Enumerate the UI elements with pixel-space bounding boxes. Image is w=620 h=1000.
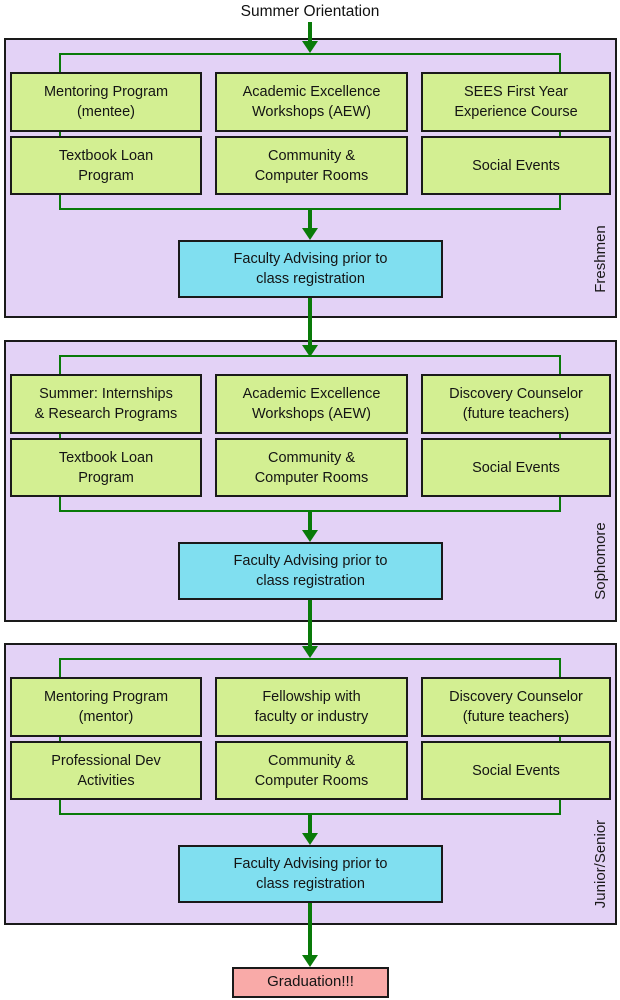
arrow-shaft (308, 298, 312, 345)
section-junior-senior: Mentoring Program (mentor) Fellowship wi… (4, 643, 617, 925)
chart-title: Summer Orientation (240, 3, 380, 20)
arrow-head-icon (302, 955, 318, 967)
program-box-aew: Academic Excellence Workshops (AEW) (215, 72, 408, 132)
flow-arrow-orientation-to-freshmen (302, 22, 318, 53)
arrow-head-icon (302, 833, 318, 845)
flow-arrow-sophomore-to-junior (302, 600, 318, 658)
program-box-social-events: Social Events (421, 741, 611, 800)
flow-arrow-bracket-to-advising (302, 210, 318, 240)
program-box-discovery-counselor: Discovery Counselor (future teachers) (421, 374, 611, 434)
arrow-shaft (308, 512, 312, 530)
faculty-advising-box: Faculty Advising prior to class registra… (178, 845, 443, 903)
faculty-advising-box: Faculty Advising prior to class registra… (178, 542, 443, 600)
flow-arrow-junior-to-graduation (302, 903, 318, 967)
faculty-advising-box: Faculty Advising prior to class registra… (178, 240, 443, 298)
arrow-head-icon (302, 41, 318, 53)
section-label-junior-senior: Junior/Senior (592, 819, 609, 909)
arrow-shaft (308, 22, 312, 41)
program-box-professional-dev: Professional Dev Activities (10, 741, 202, 800)
arrow-shaft (308, 903, 312, 955)
program-box-textbook-loan: Textbook Loan Program (10, 438, 202, 497)
section-freshmen: Mentoring Program (mentee) Academic Exce… (4, 38, 617, 318)
arrow-head-icon (302, 646, 318, 658)
arrow-shaft (308, 600, 312, 646)
arrow-head-icon (302, 530, 318, 542)
flow-arrow-bracket-to-advising (302, 815, 318, 845)
program-box-textbook-loan: Textbook Loan Program (10, 136, 202, 195)
program-box-mentoring-mentee: Mentoring Program (mentee) (10, 72, 202, 132)
arrow-head-icon (302, 228, 318, 240)
program-box-sees-first-year: SEES First Year Experience Course (421, 72, 611, 132)
arrow-shaft (308, 815, 312, 833)
arrow-head-icon (302, 345, 318, 357)
section-label-sophomore: Sophomore (592, 522, 609, 600)
program-box-summer-internships: Summer: Internships & Research Programs (10, 374, 202, 434)
program-box-community-rooms: Community & Computer Rooms (215, 741, 408, 800)
arrow-shaft (308, 210, 312, 228)
program-box-discovery-counselor: Discovery Counselor (future teachers) (421, 677, 611, 737)
program-box-aew: Academic Excellence Workshops (AEW) (215, 374, 408, 434)
program-box-community-rooms: Community & Computer Rooms (215, 136, 408, 195)
flow-arrow-freshmen-to-sophomore (302, 298, 318, 357)
program-box-social-events: Social Events (421, 438, 611, 497)
program-box-mentoring-mentor: Mentoring Program (mentor) (10, 677, 202, 737)
program-box-social-events: Social Events (421, 136, 611, 195)
section-label-freshmen: Freshmen (592, 225, 609, 293)
section-sophomore: Summer: Internships & Research Programs … (4, 340, 617, 622)
program-box-community-rooms: Community & Computer Rooms (215, 438, 408, 497)
flow-arrow-bracket-to-advising (302, 512, 318, 542)
graduation-box: Graduation!!! (232, 967, 389, 998)
program-box-fellowship: Fellowship with faculty or industry (215, 677, 408, 737)
